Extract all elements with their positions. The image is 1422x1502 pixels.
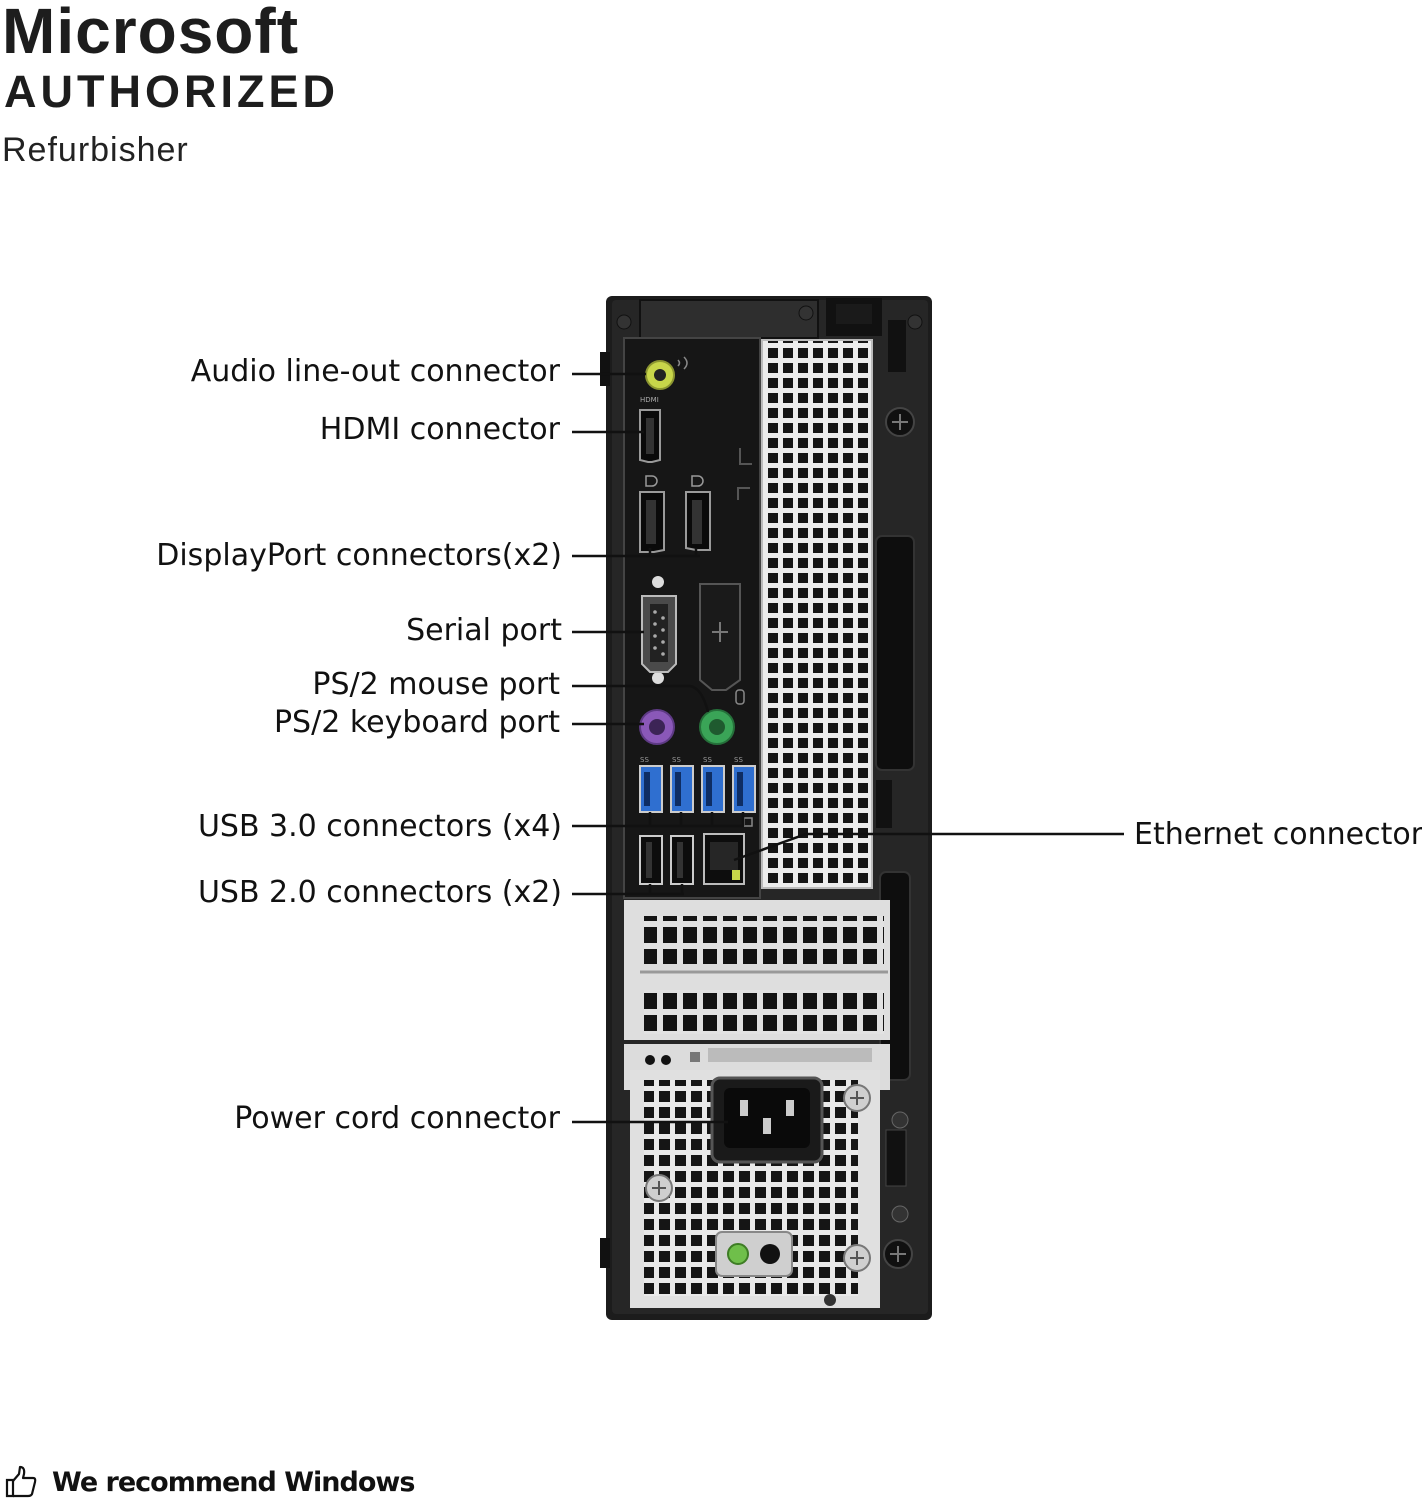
label-serial-port: Serial port [406,613,562,648]
pci-expansion-slots [624,900,890,1040]
svg-text:SS: SS [640,756,649,764]
leader-lines [572,372,1124,1124]
label-usb3: USB 3.0 connectors (x4) [197,809,562,844]
leader-displayport [572,548,700,558]
label-displayport: DisplayPort connectors(x2) [156,538,562,573]
power-supply-unit [624,1044,913,1308]
leader-usb3 [572,812,745,828]
main-vent-grille [762,340,872,888]
label-power-cord: Power cord connector [234,1101,560,1136]
badge-microsoft: Microsoft [2,0,299,67]
label-ps2-keyboard: PS/2 keyboard port [273,705,560,740]
label-ps2-mouse: PS/2 mouse port [312,667,560,702]
label-usb2: USB 2.0 connectors (x2) [197,875,562,910]
leader-ethernet [733,832,1124,862]
svg-text:SS: SS [734,756,743,764]
footer-recommend-windows: We recommend Windows [4,1462,415,1502]
label-ethernet: Ethernet connector [1134,817,1422,852]
badge-refurbisher: Refurbisher [2,131,189,169]
svg-text:SS: SS [672,756,681,764]
ps2-ports [639,689,745,745]
footer-text: We recommend Windows [52,1466,415,1498]
usb2-ports [639,835,694,885]
ethernet-port [703,817,753,885]
serial-port [641,576,741,691]
label-audio-line-out: Audio line-out connector [190,354,560,389]
hdmi-port: HDMI [639,396,661,463]
leader-usb2 [572,884,684,896]
usb3-ports: SS SS SS SS [639,756,756,813]
leader-ps2-mouse [572,684,710,713]
audio-line-out-jack [645,356,688,390]
badge-authorized: AUTHORIZED [4,66,339,117]
hdmi-marking: HDMI [640,396,659,404]
label-hdmi: HDMI connector [319,412,560,447]
displayport-ports [639,475,711,553]
svg-text:SS: SS [703,756,712,764]
thumbs-up-icon [5,1465,37,1498]
